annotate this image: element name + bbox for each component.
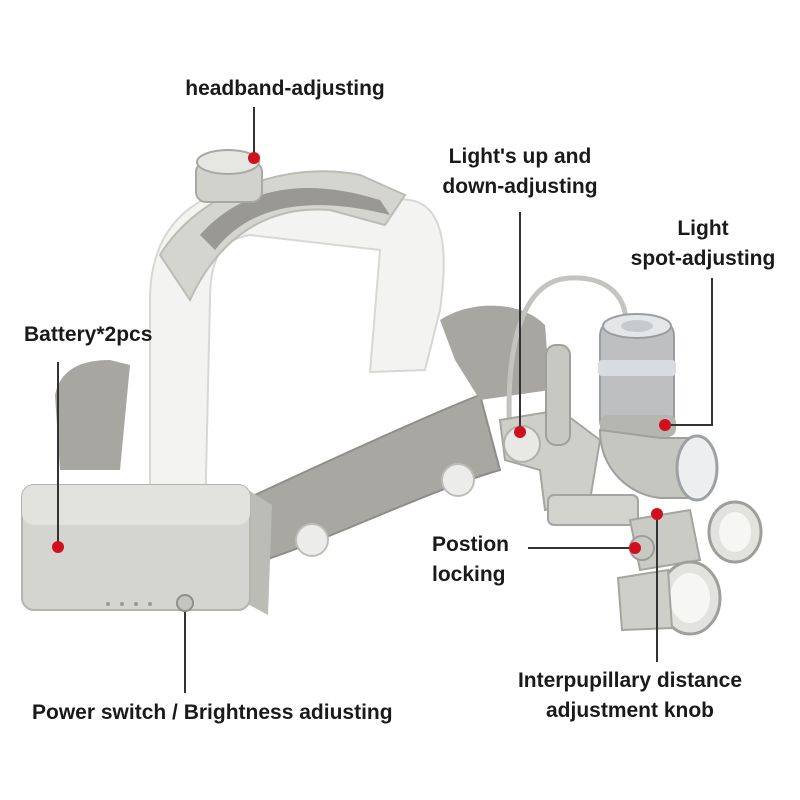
arm-bracket [547,494,639,526]
left-pad [55,360,130,470]
spot-ring [600,415,676,437]
marker-dot-headband [248,152,260,164]
top-pad [200,187,390,250]
strap-snap-1 [295,523,329,557]
label-battery: Battery*2pcs [24,323,153,346]
front-pad [440,305,550,400]
strap-snap-2 [441,463,475,497]
marker-dot-light-updown [514,426,526,438]
leader-light-spot [667,278,713,426]
marker-dot-locking [629,542,641,554]
power-button [176,594,194,612]
lamp-front-lens [675,434,719,502]
headlight-ring [598,360,676,376]
marker-dot-light-spot [659,419,671,431]
label-light-up-down-adjusting: Light's up and down-adjusting [442,145,598,198]
light-cable [506,275,629,441]
label-interpupillary-distance: Interpupillary distance adjustment knob [517,669,743,722]
light-hinge [545,344,571,446]
updown-knob [503,425,541,463]
marker-dot-interpupillary [651,508,663,520]
label-light-spot-adjusting: Light spot-adjusting [630,217,776,270]
label-power-switch: Power switch / Brightness adiusting [32,701,393,724]
headband-knob-top [196,149,260,175]
marker-dot-battery [52,541,64,553]
label-position-locking: Postion locking [432,533,509,586]
loupe-left-tube [616,568,674,632]
label-headband-adjusting: headband-adjusting [185,77,385,100]
